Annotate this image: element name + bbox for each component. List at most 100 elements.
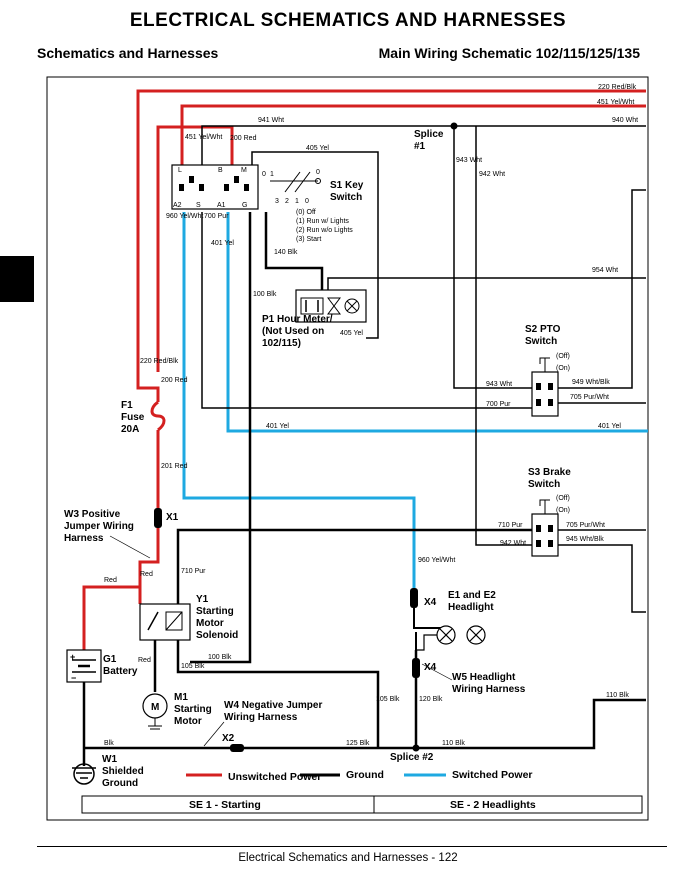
label-220: 220 Red/Blk [598, 84, 637, 91]
wire-105-blk-y1 [176, 640, 380, 748]
wire-headlight-feed [413, 608, 446, 650]
connector-x2 [230, 744, 244, 752]
caption-splice2: Splice #2 [390, 752, 434, 763]
wire-960-yel-wht [182, 212, 416, 588]
headlights [416, 625, 486, 651]
caption-e1e2: E1 and E2 Headlight [448, 590, 496, 613]
label-401-vert: 401 Yel [211, 240, 234, 247]
pos-1-a: 1 [270, 171, 274, 178]
section-se1: SE 1 - Starting [189, 799, 261, 811]
label-200-a: 200 Red [230, 135, 257, 142]
legend-switched: Switched Power [452, 769, 533, 781]
leader-w4 [203, 721, 225, 747]
label-110-b: 110 Blk [442, 740, 465, 747]
label-x1: X1 [166, 512, 179, 523]
caption-w3: W3 Positive Jumper Wiring Harness [64, 509, 134, 544]
label-960-a: 960 Yel/Wht [166, 213, 203, 220]
label-201: 201 Red [161, 463, 188, 470]
label-110-a: 110 Blk [606, 692, 629, 699]
wire-949-wht-blk [558, 189, 646, 389]
legend-ground: Ground [346, 769, 384, 781]
pin-A1: A1 [217, 202, 226, 209]
caption-w1: W1 Shielded Ground [102, 754, 144, 789]
label-120: 120 Blk [419, 696, 443, 703]
label-943-vert: 943 Wht [456, 157, 482, 164]
caption-w4: W4 Negative Jumper Wiring Harness [224, 700, 323, 723]
pto-switch [531, 357, 559, 417]
caption-s2: S2 PTO Switch [525, 324, 561, 347]
fuse-f1 [150, 400, 166, 432]
label-710-vert: 710 Pur [181, 568, 206, 575]
s3-on: (On) [556, 507, 570, 514]
label-942: 942 Wht [500, 540, 526, 547]
caption-g1: G1 Battery [103, 654, 138, 677]
caption-s3: S3 Brake Switch [528, 467, 571, 490]
caption-m1: M1 Starting Motor [174, 692, 212, 727]
chapter-tab [0, 256, 34, 302]
label-100-a: 100 Blk [208, 654, 232, 661]
caption-y1: Y1 Starting Motor Solenoid [196, 594, 239, 641]
pin-B: B [218, 167, 223, 174]
label-405-meter: 405 Yel [340, 330, 363, 337]
wire-700-pur [201, 212, 532, 409]
pos-1-b: 1 [295, 198, 299, 205]
wire-red-to-solenoid [138, 527, 160, 604]
connector-x4-upper [410, 588, 418, 608]
label-960-b: 960 Yel/Wht [418, 557, 455, 564]
wire-200-red-top [156, 125, 234, 372]
label-100-b: 100 Blk [253, 291, 277, 298]
splice-2-dot [412, 744, 420, 752]
label-x4-lower: X4 [424, 662, 437, 673]
wire-451-yel-wht [180, 104, 646, 172]
label-401-a: 401 Yel [266, 423, 289, 430]
svg-text:+: + [70, 652, 75, 662]
pin-A2: A2 [173, 202, 182, 209]
caption-s1: S1 Key Switch [330, 180, 364, 203]
label-red-b: Red [140, 571, 153, 578]
label-940: 940 Wht [612, 117, 638, 124]
label-x2: X2 [222, 733, 235, 744]
label-105-b: 105 Blk [376, 696, 400, 703]
label-943: 943 Wht [486, 381, 512, 388]
label-451: 451 Yel/Wht [597, 99, 634, 106]
s1-pos-3: (3) Start [296, 236, 321, 243]
legend-unswitched: Unswitched Power [228, 771, 321, 783]
wire-220-red-blk [136, 89, 646, 402]
label-220-vert: 220 Red/Blk [140, 358, 179, 365]
s2-on: (On) [556, 365, 570, 372]
label-x4-upper: X4 [424, 597, 437, 608]
connector-x4-lower [412, 658, 420, 678]
label-blk: Blk [104, 740, 114, 747]
s2-off: (Off) [556, 353, 570, 360]
wire-140-blk [264, 212, 324, 300]
label-700-vert: 700 Pur [204, 213, 229, 220]
s1-pos-0: (0) Off [296, 209, 316, 216]
label-705-a: 705 Pur/Wht [570, 394, 609, 401]
wire-405-yel [251, 151, 379, 339]
label-401-b: 401 Yel [598, 423, 621, 430]
label-700: 700 Pur [486, 401, 511, 408]
caption-splice1: Splice #1 [414, 129, 444, 152]
footer-rule [37, 846, 667, 847]
wire-710-pur-vert [176, 528, 532, 604]
battery: + − [66, 649, 102, 683]
pin-G: G [242, 202, 247, 209]
caption-p1: P1 Hour Meter/ (Not Used on 102/115) [262, 314, 333, 349]
caption-w5: W5 Headlight Wiring Harness [452, 672, 526, 695]
caption-f1: F1 Fuse 20A [121, 400, 145, 435]
schematic-heading: Main Wiring Schematic 102/115/125/135 [378, 45, 640, 61]
wire-942-wht [475, 126, 532, 546]
label-942-vert: 942 Wht [479, 171, 505, 178]
splice-1-dot [450, 122, 458, 130]
pin-S: S [196, 202, 201, 209]
wire-110-blk [416, 698, 646, 750]
label-200-b: 200 Red [161, 377, 188, 384]
pos-0-c: 0 [305, 198, 309, 205]
label-red-c: Red [138, 657, 151, 664]
diagram-frame [46, 76, 649, 821]
brake-switch [531, 499, 559, 557]
wire-100-blk [190, 212, 252, 664]
page-title: ELECTRICAL SCHEMATICS AND HARNESSES [129, 10, 567, 31]
pos-3: 3 [275, 198, 279, 205]
